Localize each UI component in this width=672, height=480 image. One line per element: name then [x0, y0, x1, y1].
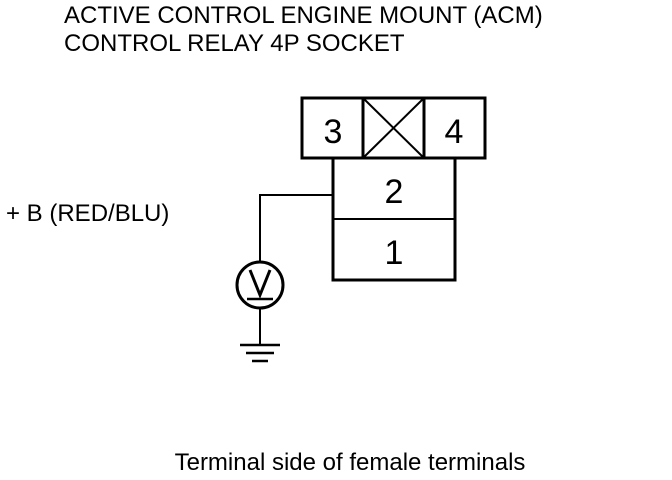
wire-label: + B (RED/BLU) — [6, 200, 170, 227]
ground-icon — [240, 343, 280, 363]
terminal-4-label: 4 — [445, 113, 464, 151]
terminal-3-label: 3 — [324, 113, 343, 151]
probe-wire — [259, 194, 333, 262]
terminal-1-label: 1 — [385, 234, 404, 272]
diagram-title-line-2: CONTROL RELAY 4P SOCKET — [64, 30, 405, 57]
voltmeter-icon — [235, 260, 285, 310]
terminal-2-label: 2 — [385, 173, 404, 211]
diagram-caption: Terminal side of female terminals — [174, 449, 526, 476]
diagram-title-line-1: ACTIVE CONTROL ENGINE MOUNT (ACM) — [64, 2, 543, 29]
crossed-box-icon — [362, 97, 425, 159]
connector-lower-body — [331, 156, 457, 282]
